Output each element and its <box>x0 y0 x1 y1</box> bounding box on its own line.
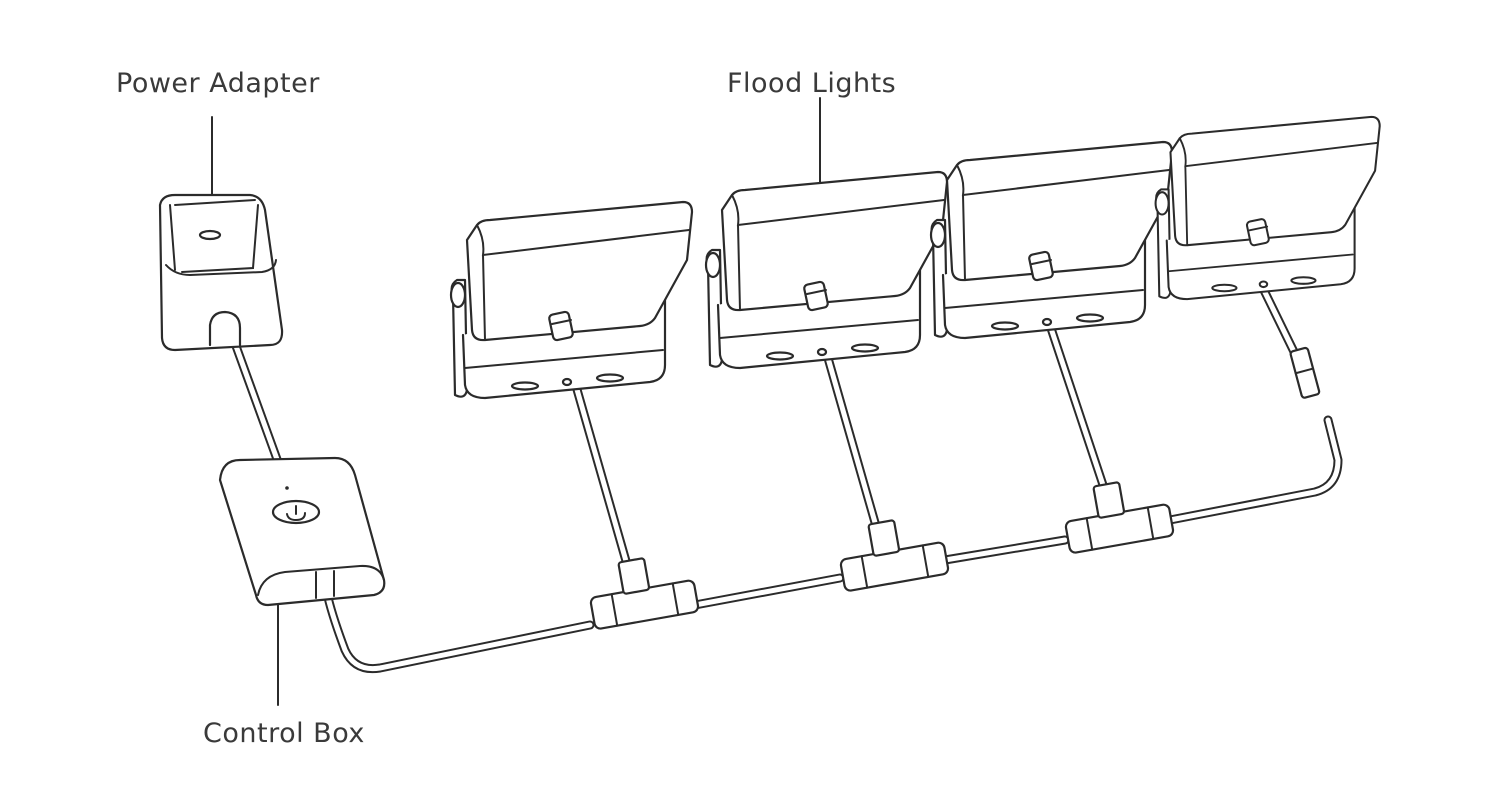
power-adapter-label: Power Adapter <box>116 68 320 99</box>
flood-light <box>449 200 694 400</box>
flood-lights <box>449 115 1381 400</box>
t-connectors <box>589 346 1321 630</box>
control-box <box>218 456 386 607</box>
cables <box>227 230 1343 674</box>
flood-lights-label: Flood Lights <box>727 68 897 99</box>
power-adapter <box>158 193 284 352</box>
control-box-label: Control Box <box>203 718 365 749</box>
flood-light <box>929 140 1174 340</box>
flood-light <box>1154 115 1381 301</box>
flood-light <box>704 170 949 370</box>
